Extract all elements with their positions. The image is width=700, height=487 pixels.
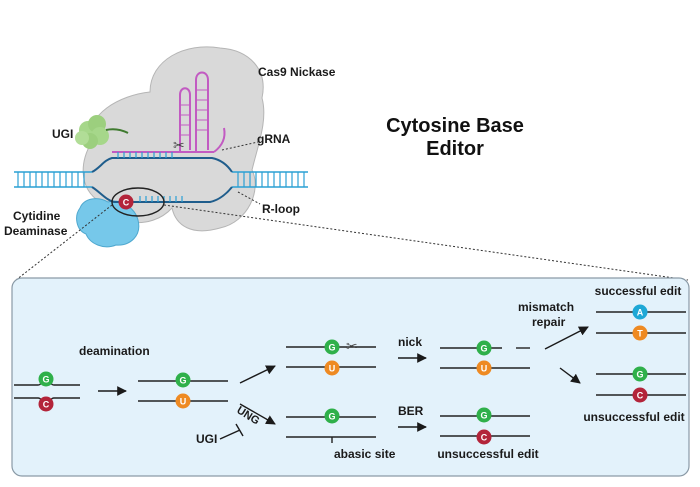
- scissors-icon: ✂: [173, 137, 185, 153]
- zoom-right-leader: [163, 204, 689, 281]
- nuc-g-initial: [38, 371, 54, 387]
- arrow-to-unsuccess: [559, 367, 581, 384]
- arrow-to-ung-path: [239, 403, 276, 425]
- nuc-c-unsuccess-right-letter: C: [637, 391, 644, 401]
- nuc-u-stage2-letter: U: [180, 397, 187, 407]
- ugi-inhibitor-label: UGI: [196, 432, 217, 446]
- nuc-g-stage3a: [324, 339, 340, 355]
- nuc-g-unsuccess-bottom-letter: G: [480, 411, 487, 421]
- nick-label: nick: [398, 335, 422, 349]
- mismatch-label: mismatch: [518, 300, 574, 314]
- ugi-protein-icon: [75, 115, 129, 149]
- nuc-c-unsuccess-right: [632, 387, 648, 403]
- nuc-u-stage4a-letter: U: [481, 364, 488, 374]
- nuc-g-stage2: [175, 372, 191, 388]
- nuc-t-success: [632, 325, 648, 341]
- nuc-g-unsuccess-right: [632, 366, 648, 382]
- rloop-leader: [237, 191, 261, 205]
- nuc-g-initial-letter: G: [42, 375, 49, 385]
- nuc-g-stage4a: [476, 340, 492, 356]
- dna-rungs: [17, 172, 305, 187]
- nuc-g-unsuccess-bottom: [476, 407, 492, 423]
- nuc-g-unsuccess-right-letter: G: [636, 370, 643, 380]
- deamination-label: deamination: [79, 344, 150, 358]
- grna-rungs: [117, 152, 173, 158]
- grna-shape: [112, 71, 226, 153]
- successful-edit-label: successful edit: [595, 284, 682, 298]
- arrow-to-nick-path: [239, 365, 276, 384]
- r-loop-label: R-loop: [262, 202, 300, 216]
- nuc-c-initial: [38, 396, 54, 412]
- nuc-u-stage4a: [476, 360, 492, 376]
- nuc-a-success-letter: A: [637, 308, 644, 318]
- target-cytosine-letter: C: [123, 198, 130, 208]
- nuc-c-unsuccess-bottom: [476, 429, 492, 445]
- nuc-u-stage2: [175, 393, 191, 409]
- ber-label: BER: [398, 404, 424, 418]
- nuc-u-stage3a: [324, 360, 340, 376]
- nuc-g-stage4a-letter: G: [480, 344, 487, 354]
- deaminase-label: Deaminase: [4, 224, 68, 238]
- grna-label: gRNA: [257, 132, 291, 146]
- dna-duplex: [14, 171, 308, 188]
- ugi-label: UGI: [52, 127, 73, 141]
- cas9-nickase-label: Cas9 Nickase: [258, 65, 336, 79]
- abasic-site-label: abasic site: [334, 447, 396, 461]
- unsuccessful-edit-right-label: unsuccessful edit: [583, 410, 684, 424]
- grna-stem-rungs: [180, 89, 208, 136]
- cytidine-label: Cytidine: [13, 209, 61, 223]
- nuc-c-unsuccess-bottom-letter: C: [481, 433, 488, 443]
- ugi-inhibition-line: [219, 423, 244, 440]
- nuc-t-success-letter: T: [637, 329, 643, 339]
- target-cytosine: [118, 194, 134, 210]
- r-loop-top-strand: [91, 157, 233, 173]
- nuc-u-stage3a-letter: U: [329, 364, 336, 374]
- scissors-icon: ✂: [346, 338, 358, 354]
- cytidine-deaminase-shape: [76, 198, 140, 248]
- unsuccessful-edit-bottom-label: unsuccessful edit: [437, 447, 538, 461]
- r-loop-bottom-strand: [91, 186, 233, 203]
- nuc-g-abasic-letter: G: [328, 412, 335, 422]
- repair-label: repair: [532, 315, 566, 329]
- arrow-to-success: [544, 326, 589, 350]
- nuc-g-stage3a-letter: G: [328, 343, 335, 353]
- nuc-a-success: [632, 304, 648, 320]
- nuc-g-stage2-letter: G: [179, 376, 186, 386]
- zoom-left-leader: [15, 204, 113, 281]
- editing-window-circle: [111, 187, 165, 217]
- title-line-1: Cytosine Base: [386, 115, 524, 137]
- nuc-g-abasic: [324, 408, 340, 424]
- mechanism-panel: [11, 277, 690, 477]
- nuc-c-initial-letter: C: [43, 400, 50, 410]
- title-line-2: Editor: [426, 138, 484, 160]
